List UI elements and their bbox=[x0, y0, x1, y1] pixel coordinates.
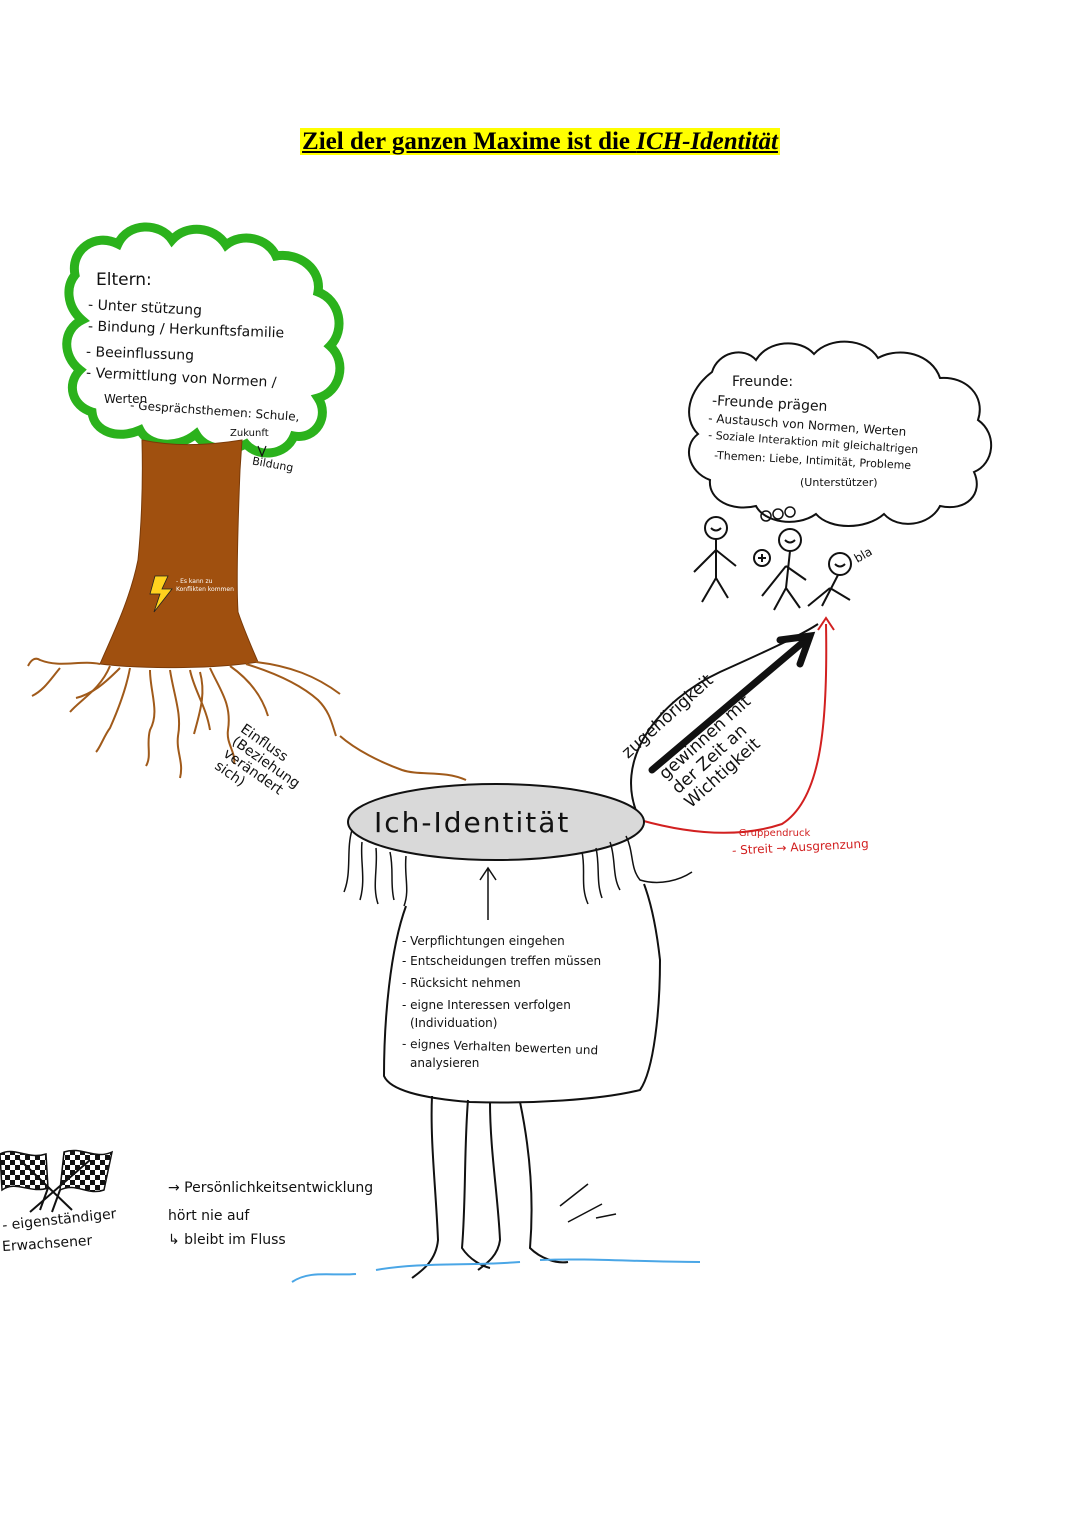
risk-item: - Gruppendruck bbox=[732, 828, 811, 839]
stick-figure-1 bbox=[693, 516, 737, 603]
friends-heading: Freunde: bbox=[732, 374, 794, 390]
stick-figure-2 bbox=[753, 528, 807, 611]
tree-trunk bbox=[99, 439, 259, 669]
finish-flags-icon bbox=[0, 1149, 114, 1213]
stick-figure-3 bbox=[807, 552, 852, 607]
oval-fringe bbox=[343, 829, 693, 907]
body-item: - Entscheidungen treffen müssen bbox=[402, 954, 602, 968]
page-title-prefix: Ziel der ganzen Maxime ist die bbox=[302, 128, 637, 155]
bildung-arrow bbox=[257, 445, 267, 458]
pressure-arrowhead bbox=[817, 616, 835, 631]
lightning-icon bbox=[149, 575, 173, 613]
friends-item: (Unterstützer) bbox=[800, 476, 878, 489]
body-item: - Verpflichtungen eingehen bbox=[402, 934, 565, 948]
friends-cloud bbox=[688, 340, 993, 527]
tree-crown bbox=[62, 222, 345, 458]
thought-circles bbox=[760, 506, 796, 522]
tree-item: Werten bbox=[104, 392, 148, 406]
pressure-arc bbox=[639, 623, 828, 834]
belonging-arc bbox=[630, 623, 819, 821]
page-title: Ziel der ganzen Maxime ist die ICH-Ident… bbox=[0, 128, 1080, 156]
tree-roots bbox=[27, 657, 467, 781]
water-line bbox=[291, 1258, 701, 1283]
development-text: → Persönlichkeitsentwicklung bbox=[168, 1180, 374, 1196]
page-title-emphasis: ICH-Identität bbox=[636, 128, 778, 155]
motion-dashes bbox=[559, 1183, 617, 1223]
thought-bubble-text: ooo bbox=[760, 500, 762, 501]
identity-label: Ich-Identität bbox=[374, 806, 571, 839]
body-item: analysieren bbox=[410, 1056, 480, 1070]
identity-oval bbox=[347, 783, 645, 861]
figure-legs bbox=[411, 1095, 569, 1279]
tree-item: Zukunft bbox=[230, 428, 269, 439]
development-text: ↳ bleibt im Fluss bbox=[168, 1232, 286, 1248]
up-arrow bbox=[479, 866, 497, 920]
body-item: (Individuation) bbox=[410, 1016, 498, 1030]
body-item: - Rücksicht nehmen bbox=[402, 976, 521, 990]
development-text: hört nie auf bbox=[168, 1208, 250, 1224]
tree-heading: Eltern: bbox=[96, 270, 152, 290]
conflict-note: - Es kann zu Konflikten kommen bbox=[176, 578, 234, 593]
body-item: - eigne Interessen verfolgen bbox=[402, 998, 571, 1012]
identity-body bbox=[382, 883, 662, 1104]
